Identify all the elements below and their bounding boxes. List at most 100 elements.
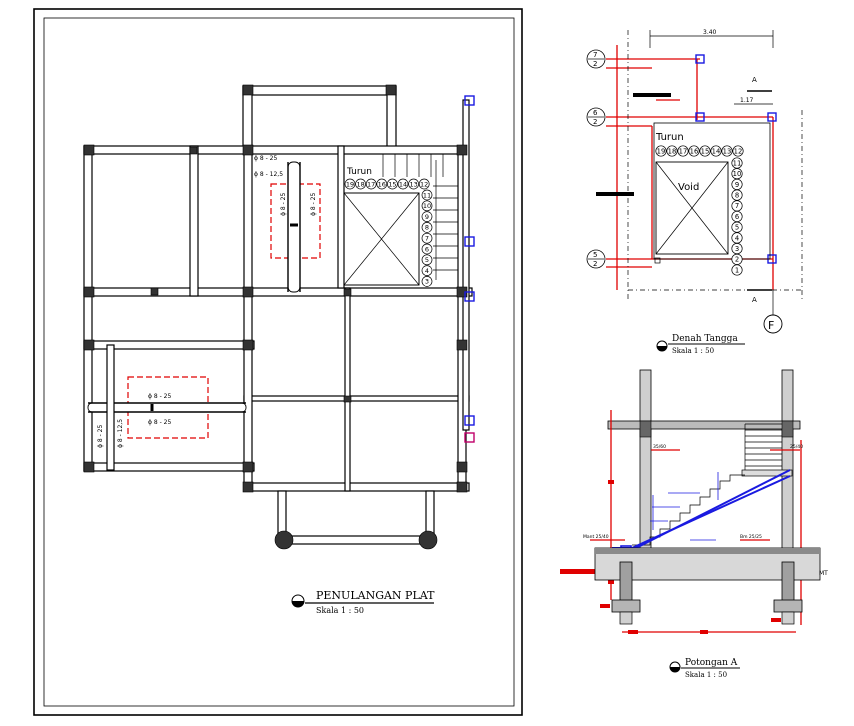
svg-text:8: 8	[735, 192, 739, 200]
stair-step-number: 4	[731, 232, 743, 244]
plan-sheet-frame	[33, 8, 523, 716]
void-label: Void	[678, 182, 699, 193]
section-mark-top: A	[752, 76, 757, 84]
grid-bubble-f	[763, 314, 783, 334]
plan-rebar-label-1: ϕ 8 - 25	[254, 155, 277, 162]
stair-step-number: 2	[731, 253, 743, 265]
svg-text:7: 7	[425, 235, 429, 243]
svg-text:6: 6	[735, 213, 739, 221]
section-blue-dims	[650, 472, 719, 541]
stair-dim-part: 1.17	[740, 97, 754, 104]
svg-text:19: 19	[346, 180, 354, 188]
svg-text:17: 17	[367, 180, 375, 188]
plan-rebar-label-3: ϕ 8 - 25	[280, 193, 287, 216]
stair-step-number: 5	[731, 221, 743, 233]
section-title-block: Potongan A Skala 1 : 50	[669, 658, 740, 679]
stair-step-number: 14	[710, 145, 722, 157]
svg-text:18: 18	[668, 147, 677, 155]
plan-step-number: 14	[397, 178, 409, 190]
svg-text:16: 16	[378, 180, 386, 188]
plan-scale: Skala 1 : 50	[316, 606, 364, 615]
stair-step-number: 13	[721, 145, 733, 157]
svg-text:8: 8	[425, 224, 429, 232]
stair-direction-label: Turun	[655, 132, 684, 143]
svg-text:17: 17	[679, 147, 688, 155]
svg-text:6: 6	[593, 109, 598, 117]
plan-rebar-label-8: ϕ 8 - 12,5	[117, 419, 124, 448]
beam-label-2: 25/40	[790, 444, 803, 450]
svg-text:10: 10	[733, 170, 742, 178]
plan-title: PENULANGAN PLAT	[316, 589, 435, 602]
axis-marker-6-2: 6 2	[586, 107, 606, 127]
stair-step-number: 18	[666, 145, 678, 157]
stair-step-number: 3	[731, 243, 743, 255]
svg-text:2: 2	[593, 60, 597, 68]
plan-step-number: 18	[355, 178, 366, 190]
stair-step-number: 15	[699, 145, 711, 157]
svg-text:4: 4	[425, 267, 429, 275]
svg-text:10: 10	[423, 202, 431, 210]
stair-step-number: 6	[731, 210, 743, 223]
svg-text:11: 11	[733, 159, 742, 167]
svg-text:2: 2	[735, 256, 739, 264]
stair-plan: 3.40 1.17 A A 7 2 6 2 5 2	[560, 29, 803, 574]
svg-text:5: 5	[425, 256, 429, 264]
stair-plan-title: Denah Tangga	[672, 334, 738, 344]
svg-text:12: 12	[420, 180, 428, 188]
svg-text:13: 13	[409, 180, 417, 188]
stair-step-number: 9	[731, 178, 743, 190]
plan-step-number: 19	[344, 178, 356, 190]
stair-step-number: 7	[731, 200, 743, 212]
plan-title-block: PENULANGAN PLAT Skala 1 : 50	[291, 589, 435, 615]
stair-section: 35/60 25/40 Mant 25/40 Bm 25/25 MT Poton…	[583, 369, 828, 679]
beam-label-4: Bm 25/25	[740, 534, 762, 540]
svg-text:2: 2	[593, 118, 597, 126]
stair-step-number: 10	[731, 168, 743, 180]
plan-step-number: 4	[421, 265, 433, 276]
section-suffix-label: MT	[819, 570, 828, 577]
stair-step-number: 1	[731, 264, 743, 276]
svg-text:13: 13	[723, 147, 732, 155]
plan-rebar-label-6: ϕ 8 - 25	[148, 419, 171, 426]
svg-text:7: 7	[593, 51, 597, 59]
section-mark-bottom: A	[752, 296, 757, 304]
beam-label-1: 35/60	[653, 444, 666, 450]
section-scale: Skala 1 : 50	[685, 671, 727, 679]
stair-step-number: 11	[731, 157, 743, 169]
svg-text:9: 9	[735, 181, 739, 189]
stair-dim-total: 3.40	[703, 29, 717, 36]
plan-step-number: 11	[421, 189, 433, 201]
beam-label-3: Mant 25/40	[583, 534, 609, 540]
svg-text:3: 3	[425, 278, 429, 286]
svg-text:11: 11	[423, 191, 431, 199]
plan-step-number: 12	[418, 178, 430, 190]
svg-text:4: 4	[735, 234, 739, 242]
plan-rebar-label-5: ϕ 8 - 25	[148, 393, 171, 400]
plan-step-number: 3	[421, 276, 433, 287]
plan-stair-treads	[382, 154, 458, 280]
svg-text:7: 7	[735, 202, 739, 210]
plan-step-number: 5	[421, 254, 433, 266]
svg-text:15: 15	[388, 180, 396, 188]
plan-stair-label: Turun	[346, 167, 372, 177]
svg-text:15: 15	[701, 147, 710, 155]
svg-text:5: 5	[593, 251, 597, 259]
svg-text:12: 12	[734, 147, 743, 155]
stair-side-step-numbers: 11 10 9 8 7 654 3 2 1	[731, 157, 743, 276]
grid-letter: F	[768, 319, 774, 332]
svg-text:14: 14	[399, 180, 407, 188]
plan-step-number: 10	[421, 200, 433, 212]
stair-step-number: 19	[655, 145, 667, 157]
svg-text:1: 1	[735, 266, 739, 274]
svg-text:2: 2	[593, 260, 597, 268]
plan-step-number: 7	[421, 232, 433, 244]
axis-marker-5-2: 5 2	[586, 249, 606, 269]
plan-step-number: 13	[408, 178, 419, 190]
svg-text:3: 3	[735, 245, 739, 253]
plan-step-number: 15	[387, 178, 398, 190]
axis-marker-7-2: 7 2	[586, 49, 606, 69]
svg-text:18: 18	[356, 180, 364, 188]
svg-text:6: 6	[425, 245, 429, 253]
